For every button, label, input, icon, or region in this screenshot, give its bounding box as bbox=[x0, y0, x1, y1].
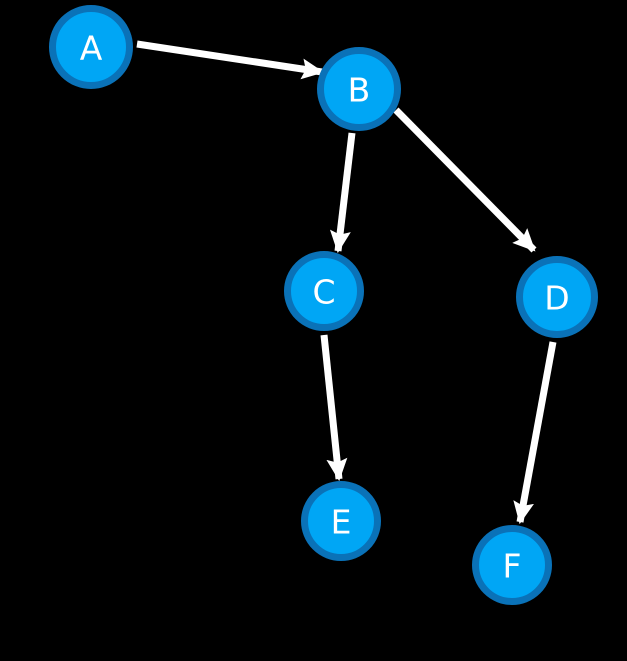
node-circle-f[interactable] bbox=[472, 525, 552, 605]
graph-edge-b-to-d bbox=[393, 107, 537, 253]
node-circle-d[interactable] bbox=[516, 256, 598, 338]
graph-node-f[interactable]: F bbox=[472, 525, 552, 605]
graph-edge-c-to-e bbox=[320, 334, 348, 482]
graph-node-d[interactable]: D bbox=[516, 256, 598, 338]
graph-node-b[interactable]: B bbox=[317, 47, 401, 131]
graph-edge-a-to-b bbox=[136, 40, 325, 80]
node-circle-e[interactable] bbox=[301, 481, 381, 561]
graph-node-c[interactable]: C bbox=[284, 251, 364, 331]
nodes-layer: A B C D E F bbox=[49, 5, 598, 605]
edges-layer bbox=[136, 40, 557, 525]
graph-node-e[interactable]: E bbox=[301, 481, 381, 561]
node-circle-a[interactable] bbox=[49, 5, 133, 89]
node-circle-b[interactable] bbox=[317, 47, 401, 131]
graph-node-a[interactable]: A bbox=[49, 5, 133, 89]
graph-edge-d-to-f bbox=[513, 341, 557, 525]
graph-edge-b-to-c bbox=[329, 132, 356, 254]
node-circle-c[interactable] bbox=[284, 251, 364, 331]
